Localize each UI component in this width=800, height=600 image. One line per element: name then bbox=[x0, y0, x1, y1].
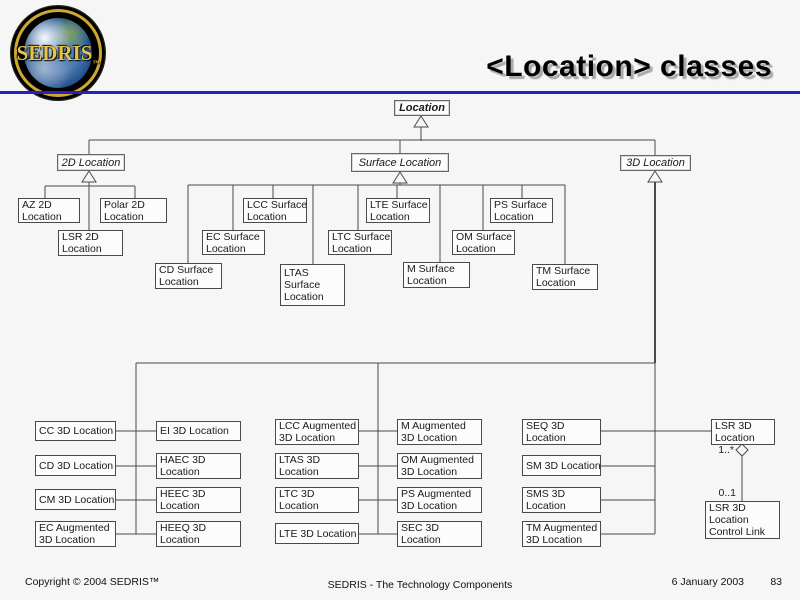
logo-text: SEDRIS bbox=[16, 41, 93, 65]
class-box-location: Location bbox=[394, 100, 450, 116]
class-box-3d-location: 3D Location bbox=[620, 155, 691, 171]
class-box-cm-3d-location: CM 3D Location bbox=[35, 489, 116, 510]
class-box-lte-3d-location: LTE 3D Location bbox=[275, 523, 359, 544]
title-underline bbox=[0, 91, 800, 94]
logo-trademark: ™ bbox=[92, 59, 100, 68]
multiplicity-label: 1..* bbox=[718, 444, 734, 456]
class-box-surface-location: Surface Location bbox=[351, 153, 449, 172]
footer-center-text: SEDRIS - The Technology Components bbox=[327, 579, 513, 591]
class-box-cc-3d-location: CC 3D Location bbox=[35, 421, 116, 441]
class-box-ei-3d-location: EI 3D Location bbox=[156, 421, 241, 441]
footer-page-number: 83 bbox=[770, 576, 782, 588]
class-box-2d-location: 2D Location bbox=[57, 154, 125, 171]
sedris-logo: SEDRIS™ bbox=[11, 6, 105, 100]
earth-globe-icon bbox=[24, 18, 92, 88]
slide-title: <Location> classes bbox=[486, 50, 772, 83]
class-box-sm-3d-location: SM 3D Location bbox=[522, 455, 601, 476]
footer-date: 6 January 2003 bbox=[671, 576, 744, 588]
multiplicity-label: 0..1 bbox=[718, 487, 736, 499]
footer-copyright: Copyright © 2004 SEDRIS™ bbox=[25, 576, 160, 588]
logo-wordmark: SEDRIS™ bbox=[11, 41, 105, 67]
class-box-cd-3d-location: CD 3D Location bbox=[35, 455, 116, 476]
